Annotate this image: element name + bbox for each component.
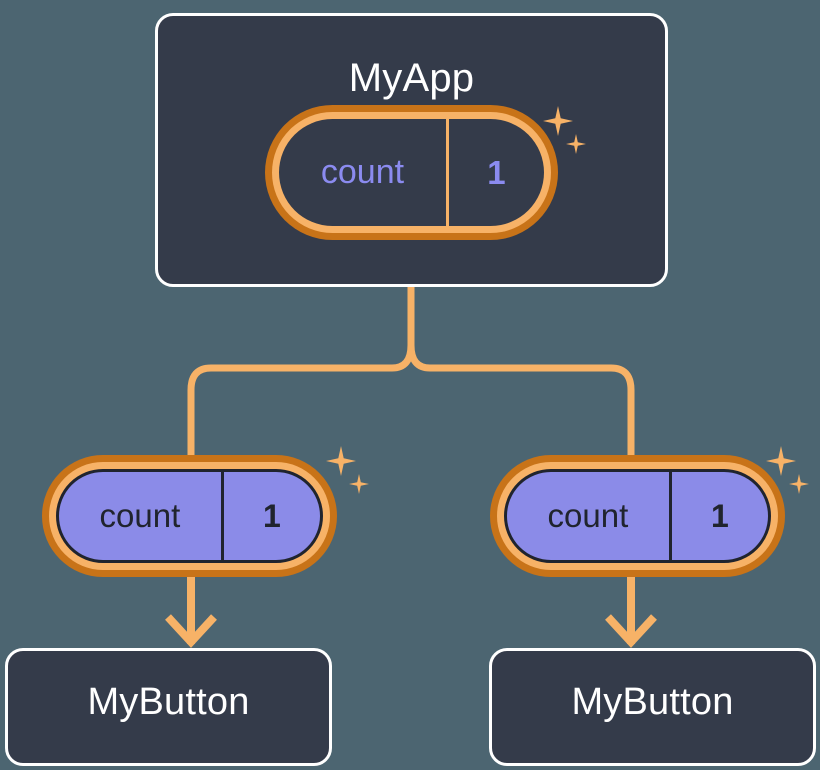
connector-branch-left bbox=[187, 344, 415, 458]
state-pill-ring: count 1 bbox=[272, 112, 551, 233]
component-title-myapp: MyApp bbox=[348, 56, 475, 100]
sparkle-small-icon bbox=[349, 474, 369, 494]
state-pill-body: count 1 bbox=[279, 119, 544, 226]
state-key-label: count bbox=[99, 497, 181, 534]
component-title-mybutton-right: MyButton bbox=[571, 681, 734, 723]
arrow-down-icon-left-head bbox=[165, 614, 217, 648]
state-value-label: 1 bbox=[220, 472, 320, 560]
state-pill-body: count 1 bbox=[56, 469, 323, 563]
state-value-label: 1 bbox=[668, 472, 768, 560]
sparkle-large-icon bbox=[766, 446, 796, 476]
state-pill-myapp[interactable]: count 1 bbox=[265, 105, 558, 240]
arrow-down-icon-right-head bbox=[605, 614, 657, 648]
state-pill-ring: count 1 bbox=[497, 462, 778, 570]
state-pill-child-right[interactable]: count 1 bbox=[490, 455, 785, 577]
connector-branch-right bbox=[407, 344, 635, 458]
sparkle-small-icon bbox=[789, 474, 809, 494]
component-box-mybutton-right[interactable]: MyButton bbox=[489, 648, 816, 766]
component-title-mybutton-left: MyButton bbox=[87, 681, 250, 723]
state-key-label: count bbox=[320, 153, 405, 191]
state-value-label: 1 bbox=[445, 119, 544, 226]
component-box-mybutton-left[interactable]: MyButton bbox=[5, 648, 332, 766]
sparkle-large-icon bbox=[326, 446, 356, 476]
state-key-label: count bbox=[547, 497, 629, 534]
state-pill-child-left[interactable]: count 1 bbox=[42, 455, 337, 577]
state-pill-body: count 1 bbox=[504, 469, 771, 563]
state-pill-ring: count 1 bbox=[49, 462, 330, 570]
